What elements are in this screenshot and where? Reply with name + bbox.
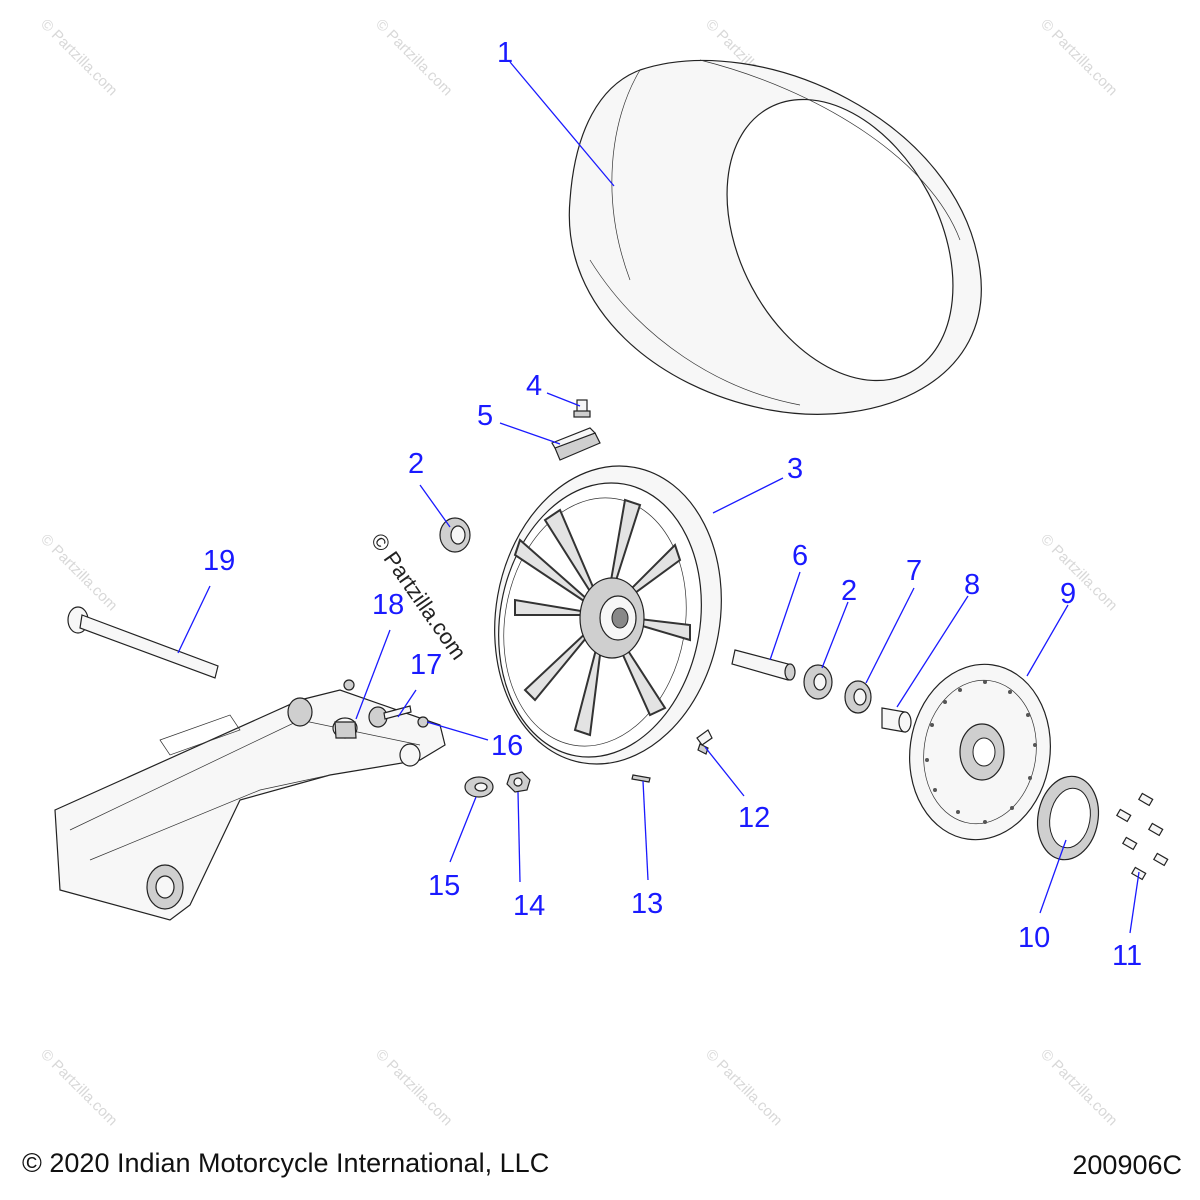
grease-fitting-part [696, 729, 713, 755]
screws-part [1115, 792, 1169, 881]
diagram-id: 200906C [1072, 1150, 1182, 1180]
washer-part [464, 776, 494, 798]
callout-2: 2 [408, 448, 424, 480]
watermark: © Partzilla.com [702, 1046, 785, 1129]
callout-19: 19 [203, 545, 235, 577]
brake-disc-part [909, 663, 1051, 841]
callout-14: 14 [513, 890, 545, 922]
watermark: © Partzilla.com [372, 1046, 455, 1129]
watermark: © Partzilla.com [372, 16, 455, 99]
callout-3: 3 [787, 453, 803, 485]
callout-15: 15 [428, 870, 460, 902]
axle-part [67, 606, 219, 679]
callout-11: 11 [1112, 940, 1142, 972]
callout-4: 4 [526, 370, 542, 402]
callout-17: 17 [410, 649, 442, 681]
watermark: © Partzilla.com [1037, 531, 1120, 614]
tone-ring-part [1036, 775, 1100, 861]
tire-part [568, 59, 982, 415]
watermark: © Partzilla.com [37, 16, 120, 99]
short-spacer-part [881, 707, 912, 733]
callout-13: 13 [631, 888, 663, 920]
copyright-text: © 2020 Indian Motorcycle International, … [22, 1148, 550, 1178]
adjuster-block-part [332, 717, 358, 739]
callout-8: 8 [964, 569, 980, 601]
callout-7: 7 [906, 555, 922, 587]
callout-10: 10 [1018, 922, 1050, 954]
balance-weight-part [551, 427, 601, 461]
bearing-left-part [439, 517, 471, 553]
bearing-right-part [803, 664, 833, 700]
leader-lines [177, 61, 1140, 934]
valve-bolt-part [573, 399, 591, 418]
spacer-part [731, 649, 796, 681]
swingarm-part [54, 689, 446, 921]
wheel-part [494, 465, 722, 765]
pin-part [631, 774, 651, 783]
watermark: © Partzilla.com [37, 531, 120, 614]
callout-9: 9 [1060, 578, 1076, 610]
watermark: © Partzilla.com [37, 1046, 120, 1129]
axle-nut-part [506, 771, 531, 793]
watermark: © Partzilla.com [1037, 16, 1120, 99]
callout-1: 1 [497, 37, 513, 69]
seal-part [844, 680, 872, 714]
watermark: © Partzilla.com [1037, 1046, 1120, 1129]
callout-16: 16 [491, 730, 523, 762]
small-nut-part [343, 679, 429, 728]
callout-labels: 1 2 3 4 5 2 6 7 8 9 10 11 12 13 14 15 16… [203, 37, 1142, 972]
callout-2b: 2 [841, 575, 857, 607]
callout-12: 12 [738, 802, 770, 834]
callout-18: 18 [372, 589, 404, 621]
callout-5: 5 [477, 400, 493, 432]
callout-6: 6 [792, 540, 808, 572]
adjuster-bolt-part [368, 705, 412, 728]
